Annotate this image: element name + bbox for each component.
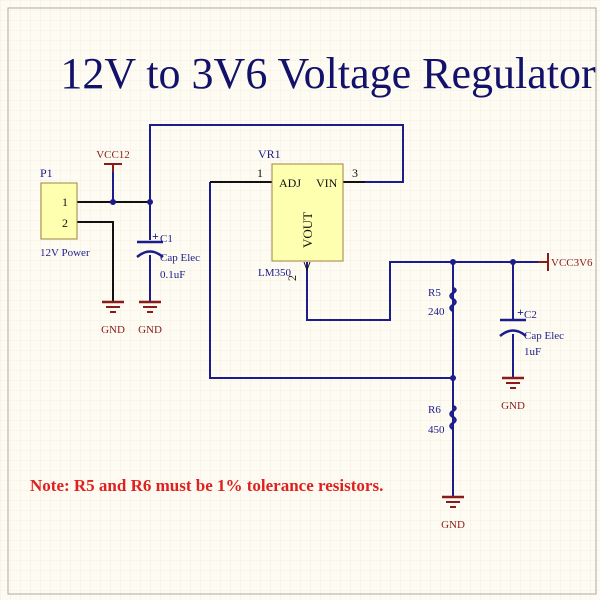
gnd-symbol: GND [501,376,525,412]
wire-vin [149,124,404,202]
gnd-symbol: GND [138,300,162,336]
ground-symbols: GND GND GND GND [101,300,525,531]
wire-vout [306,261,540,321]
c2-comment: Cap Elec [524,330,564,342]
vr1-vin-label: VIN [316,176,338,190]
c1-comment: Cap Elec [160,252,200,264]
resistor-r5[interactable]: R5 240 [428,286,457,318]
vr1-vout-label: VOUT [300,212,315,248]
power-port-vcc12: VCC12 [96,149,130,172]
schematic-title: 12V to 3V6 Voltage Regulator [60,49,596,98]
capacitor-c2[interactable]: + C2 Cap Elec 1uF [499,305,564,358]
power-port-vcc3v6: VCC3V6 [538,253,593,271]
connector-p1[interactable]: P1 1 2 12V Power [40,166,90,259]
vcc3v6-label: VCC3V6 [551,257,593,269]
gnd-label: GND [138,324,162,336]
junctions [110,199,516,381]
gnd-label: GND [501,400,525,412]
r5-value: 240 [428,306,445,318]
vcc12-label: VCC12 [96,149,130,161]
junction-dot [110,199,116,205]
vr1-pin2: 2 [285,275,299,281]
sheet-border [7,7,597,595]
r6-value: 450 [428,424,445,436]
vr1-comment: LM350 [258,267,292,279]
vr1-designator: VR1 [258,147,281,161]
p1-designator: P1 [40,166,53,180]
r6-designator: R6 [428,404,441,416]
capacitor-c1[interactable]: + C1 Cap Elec 0.1uF [136,229,200,281]
junction-dot [450,375,456,381]
gnd-label: GND [101,324,125,336]
vr1-pin3: 3 [352,166,358,180]
p1-comment: 12V Power [40,247,90,259]
svg-text:+: + [152,229,159,243]
gnd-symbol: GND [441,495,465,531]
junction-dot [510,259,516,265]
wire-adj [209,182,453,379]
junction-dot [450,259,456,265]
resistor-r6[interactable]: R6 450 [428,404,457,436]
c1-value: 0.1uF [160,269,185,281]
r5-designator: R5 [428,287,441,299]
svg-text:+: + [517,305,524,319]
p1-pin2: 2 [62,216,68,230]
p1-pin1: 1 [62,195,68,209]
vr1-adj-label: ADJ [279,176,301,190]
junction-dot [147,199,153,205]
regulator-vr1[interactable]: VR1 1 3 ADJ VIN VOUT 2 LM350 [257,147,358,281]
tolerance-note: Note: R5 and R6 must be 1% tolerance res… [30,476,383,495]
c2-designator: C2 [524,309,537,321]
gnd-label: GND [441,519,465,531]
gnd-symbol: GND [101,300,125,336]
c2-value: 1uF [524,346,541,358]
c1-designator: C1 [160,233,173,245]
vr1-pin1: 1 [257,166,263,180]
